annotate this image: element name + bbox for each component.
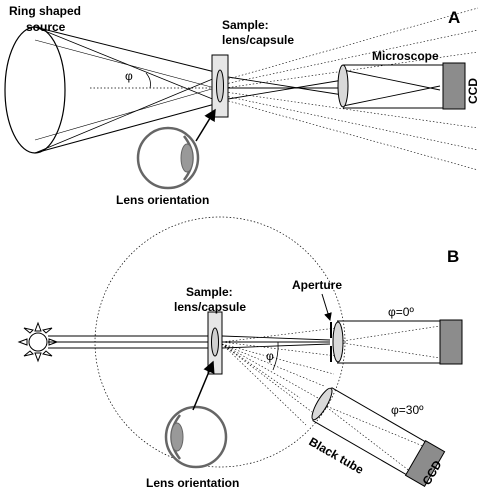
angle-label-a: φ	[125, 69, 133, 83]
angle-label-b: φ	[266, 349, 274, 363]
detector-0deg-lens	[332, 321, 344, 363]
detector-0deg	[332, 319, 463, 365]
scatter-rays-a	[224, 7, 479, 171]
sample-b-label-2: lens/capsule	[174, 300, 246, 314]
panel-b: B Sample: lens/caps	[17, 216, 463, 490]
black-tube-label: Black tube	[307, 434, 367, 477]
sample-lens-b	[211, 327, 219, 357]
eye-a	[136, 126, 200, 190]
scatter-rays-b	[221, 343, 335, 426]
ccd-a-label: CCD	[466, 78, 480, 104]
lens-orientation-a-label: Lens orientation	[116, 193, 209, 207]
sample-a-label-2: lens/capsule	[222, 33, 294, 47]
ring-source-label-1: Ring shaped	[9, 4, 81, 18]
panel-a-letter: A	[448, 8, 460, 27]
detector-30deg	[311, 387, 446, 488]
sample-b-label-1: Sample:	[186, 285, 233, 299]
panel-a: A Ring shaped source φ S	[4, 4, 480, 207]
orientation-arrow-b	[192, 360, 215, 411]
incident-beam	[48, 335, 209, 349]
sample-a-label-1: Sample:	[222, 18, 269, 32]
ring-source-label-2: source	[26, 20, 66, 34]
detector-30deg-lens	[311, 387, 333, 421]
panel-b-letter: B	[447, 247, 459, 266]
microscope	[337, 62, 466, 110]
rays-in-detector-0	[221, 325, 441, 359]
ccd-b30	[404, 439, 446, 488]
angle-30-label: φ=30º	[391, 403, 424, 417]
angle-0-label: φ=0º	[388, 305, 414, 319]
eye-b	[164, 405, 228, 469]
lens-orientation-b-label: Lens orientation	[146, 476, 239, 490]
ccd-b0	[439, 319, 463, 365]
ring-source	[4, 26, 216, 154]
rays-to-microscope	[227, 69, 441, 107]
orientation-arrow-a	[195, 108, 216, 142]
ccd-a	[442, 62, 466, 110]
aperture-label: Aperture	[292, 278, 342, 292]
microscope-label: Microscope	[372, 49, 439, 63]
angle-arc-a	[145, 72, 151, 89]
angle-arc-b	[272, 341, 279, 371]
light-source	[17, 321, 59, 363]
sample-lens-a	[216, 69, 224, 103]
aperture-arrow	[321, 293, 332, 321]
microscope-lens	[337, 64, 349, 108]
